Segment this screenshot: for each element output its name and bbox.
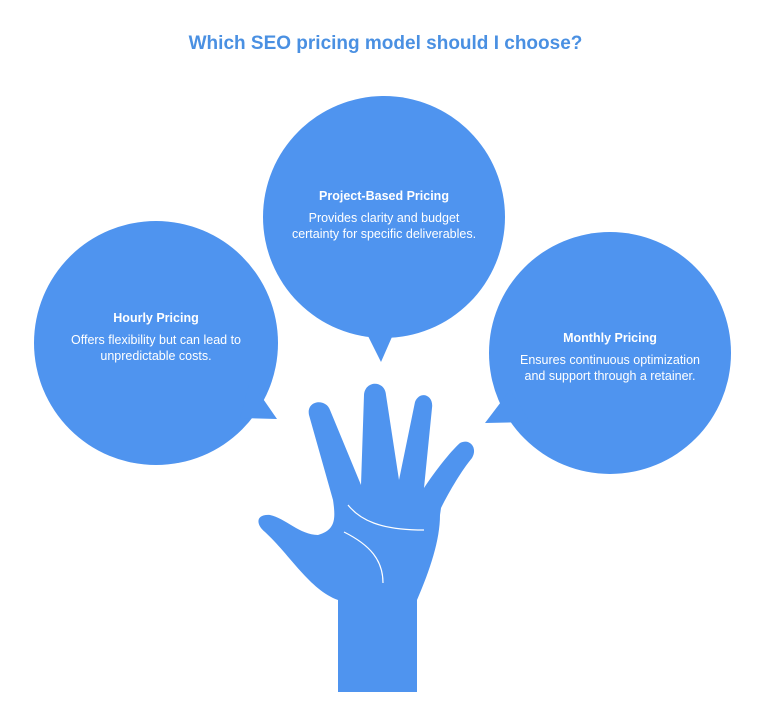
option-description: Offers flexibility but can lead to unpre… [71,333,241,363]
diagram-title: Which SEO pricing model should I choose? [188,33,583,54]
option-hourly: Hourly Pricing Offers flexibility but ca… [61,311,251,364]
option-heading: Monthly Pricing [563,331,657,345]
speech-bubble-project [263,96,505,362]
option-monthly: Monthly Pricing Ensures continuous optim… [515,331,705,384]
option-project-based: Project-Based Pricing Provides clarity a… [289,189,479,242]
speech-bubble-hourly [34,221,278,465]
option-heading: Project-Based Pricing [319,189,449,203]
speech-bubble-monthly [485,232,731,474]
palm-lines [343,504,425,584]
option-description: Ensures continuous optimization and supp… [520,353,700,383]
raised-hand-icon [258,383,475,692]
option-description: Provides clarity and budget certainty fo… [291,211,477,241]
option-heading: Hourly Pricing [113,311,199,325]
